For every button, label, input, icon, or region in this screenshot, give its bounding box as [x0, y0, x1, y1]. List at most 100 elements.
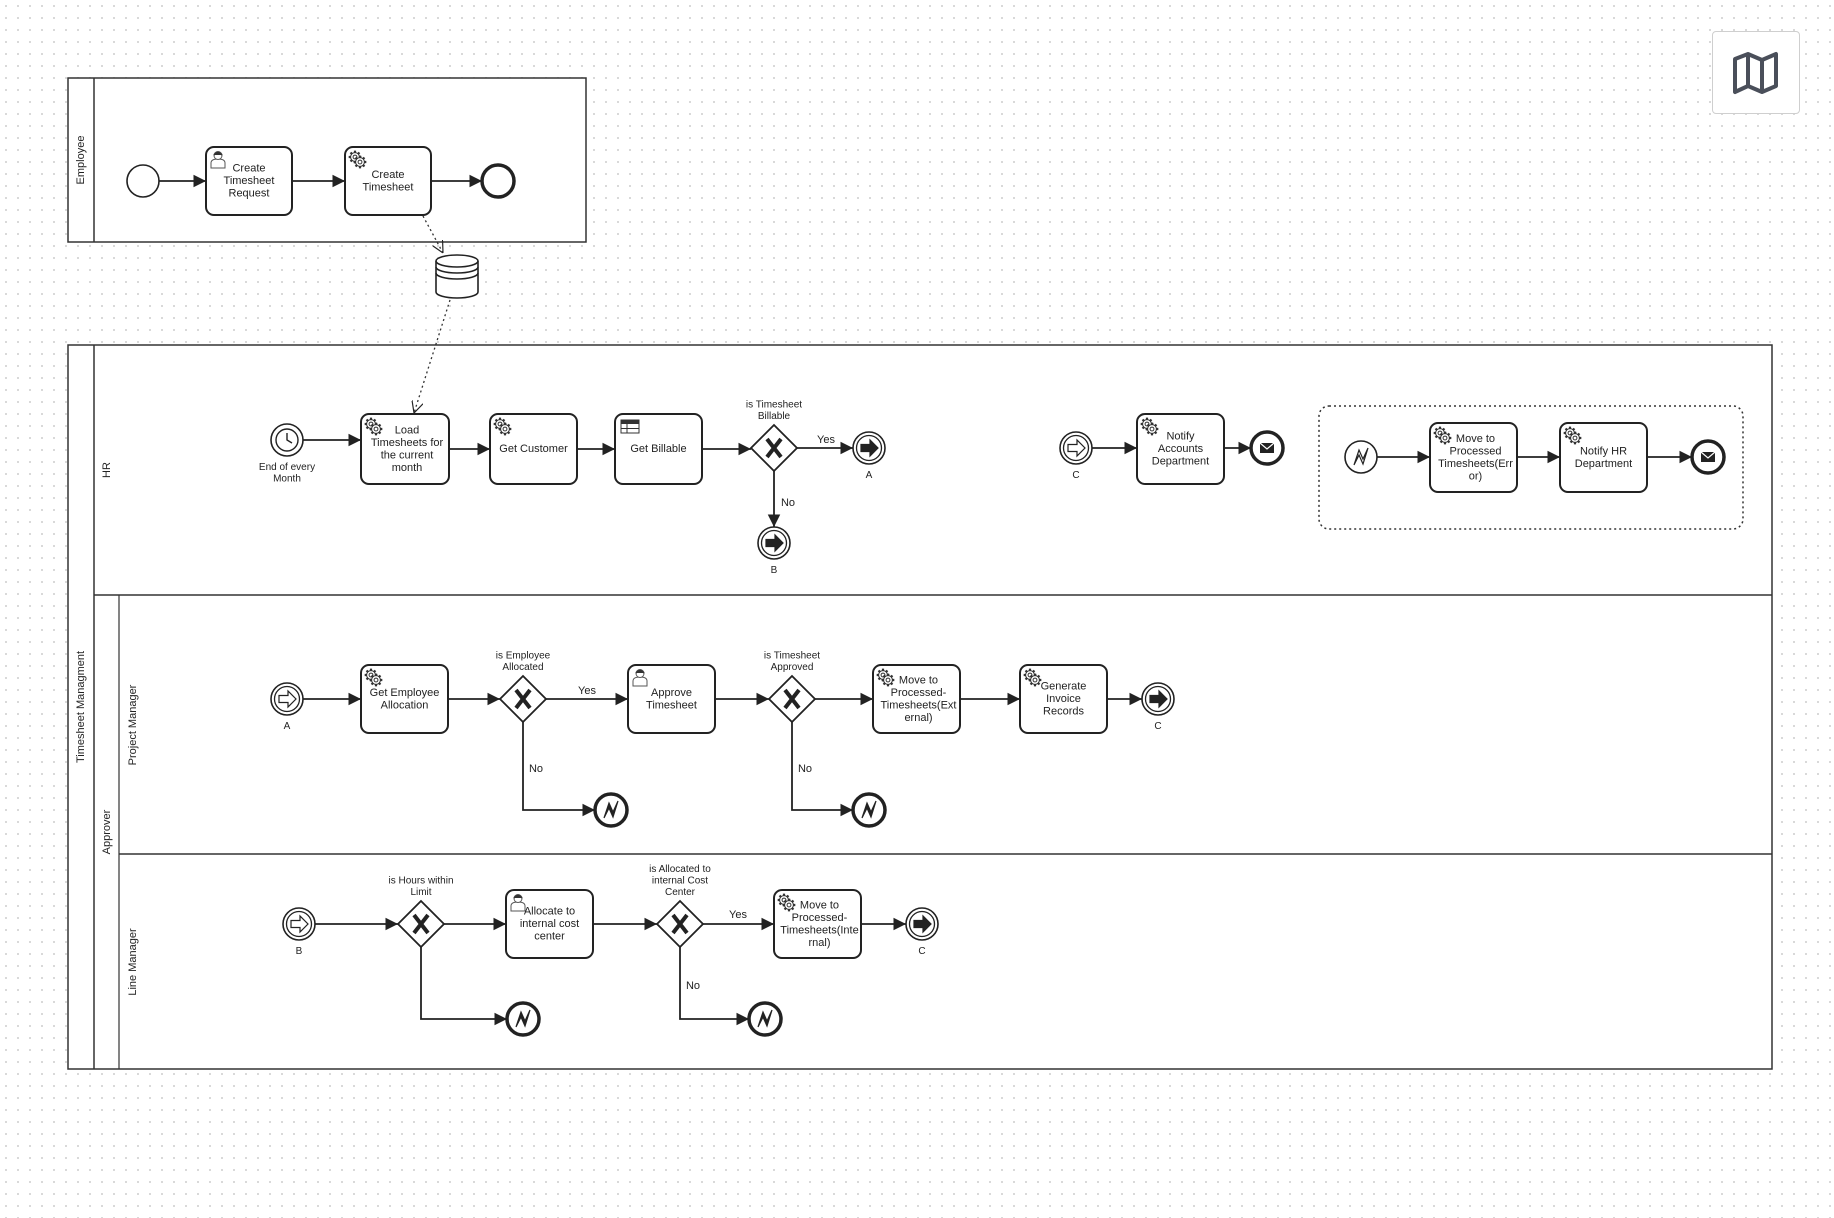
link-arrow-icon — [860, 438, 879, 458]
error-icon — [1353, 447, 1369, 466]
flow-label-yes: Yes — [729, 909, 747, 921]
business-rule-task[interactable]: Get Billable — [614, 413, 703, 485]
link-catch-event[interactable]: C — [1059, 431, 1093, 481]
minimap-toggle-button[interactable] — [1712, 31, 1800, 114]
pool-label-employee: Employee — [75, 136, 87, 185]
task-label: Get Billable — [630, 443, 686, 455]
envelope-icon — [1259, 442, 1275, 453]
lane-project-manager[interactable]: Project Manager — [119, 684, 1772, 855]
envelope-icon — [1700, 451, 1716, 462]
task-label: Get Customer — [499, 443, 568, 455]
lane-label-project-manager: Project Manager — [127, 684, 139, 765]
lane-label-approver: Approver — [101, 809, 113, 854]
flow-label-yes: Yes — [578, 685, 596, 697]
pool-label-timesheet: Timesheet Managment — [75, 651, 87, 763]
user-icon — [632, 669, 648, 687]
business-rule-icon — [620, 419, 640, 434]
error-start-event[interactable] — [1344, 440, 1378, 474]
gear-icon — [348, 150, 367, 169]
error-icon — [603, 800, 619, 819]
error-icon — [515, 1009, 531, 1028]
event-label: C — [1154, 721, 1161, 732]
link-throw-event[interactable]: C — [905, 907, 939, 957]
start-event[interactable] — [126, 164, 160, 198]
sequence-flow[interactable] — [420, 947, 507, 1026]
sequence-flow[interactable] — [679, 947, 749, 1026]
lane-label-hr: HR — [101, 462, 113, 478]
data-association-out — [422, 215, 443, 253]
gear-icon — [1023, 668, 1042, 687]
gear-icon — [493, 417, 512, 436]
event-label: B — [296, 946, 303, 957]
link-throw-event[interactable]: C — [1141, 682, 1175, 732]
link-throw-event[interactable]: B — [757, 526, 791, 576]
event-label: C — [1072, 470, 1079, 481]
sequence-flow[interactable] — [791, 722, 853, 817]
database-icon[interactable] — [435, 254, 479, 299]
end-event[interactable] — [480, 163, 516, 199]
link-arrow-icon — [765, 533, 784, 553]
event-subprocess[interactable] — [1318, 405, 1744, 530]
gear-icon — [876, 668, 895, 687]
error-end-event[interactable] — [851, 792, 887, 828]
flow-label-no: No — [781, 497, 795, 509]
map-icon — [1733, 51, 1778, 94]
lane-line-manager[interactable]: Line Manager — [127, 928, 139, 996]
error-end-event[interactable] — [747, 1001, 783, 1037]
message-end-event[interactable] — [1690, 439, 1726, 475]
user-icon — [510, 894, 526, 912]
service-task[interactable]: Get Customer — [489, 413, 578, 485]
lane-label-line-manager: Line Manager — [127, 928, 139, 996]
link-throw-event[interactable]: A — [852, 431, 886, 481]
link-arrow-icon — [290, 914, 309, 934]
lane-approver[interactable]: Approver — [101, 595, 120, 1069]
flow-label-no: No — [686, 980, 700, 992]
pool-employee[interactable]: Employee — [67, 77, 587, 243]
link-catch-event[interactable]: B — [282, 907, 316, 957]
flow-labels: Yes No Yes No No Yes No — [529, 434, 835, 992]
sequence-flow[interactable] — [522, 722, 595, 817]
x-icon — [671, 913, 689, 935]
event-label: C — [918, 946, 925, 957]
link-catch-event[interactable]: A — [270, 682, 304, 732]
x-icon — [783, 688, 801, 710]
error-end-event[interactable] — [505, 1001, 541, 1037]
flow-label-no: No — [798, 763, 812, 775]
event-label: B — [771, 565, 778, 576]
gear-icon — [1433, 426, 1452, 445]
error-end-event[interactable] — [593, 792, 629, 828]
message-end-event[interactable] — [1249, 430, 1285, 466]
user-icon — [210, 151, 226, 169]
event-label: A — [866, 470, 873, 481]
link-arrow-icon — [913, 914, 932, 934]
link-arrow-icon — [1149, 689, 1168, 709]
lane-hr[interactable]: HR — [94, 462, 1772, 596]
